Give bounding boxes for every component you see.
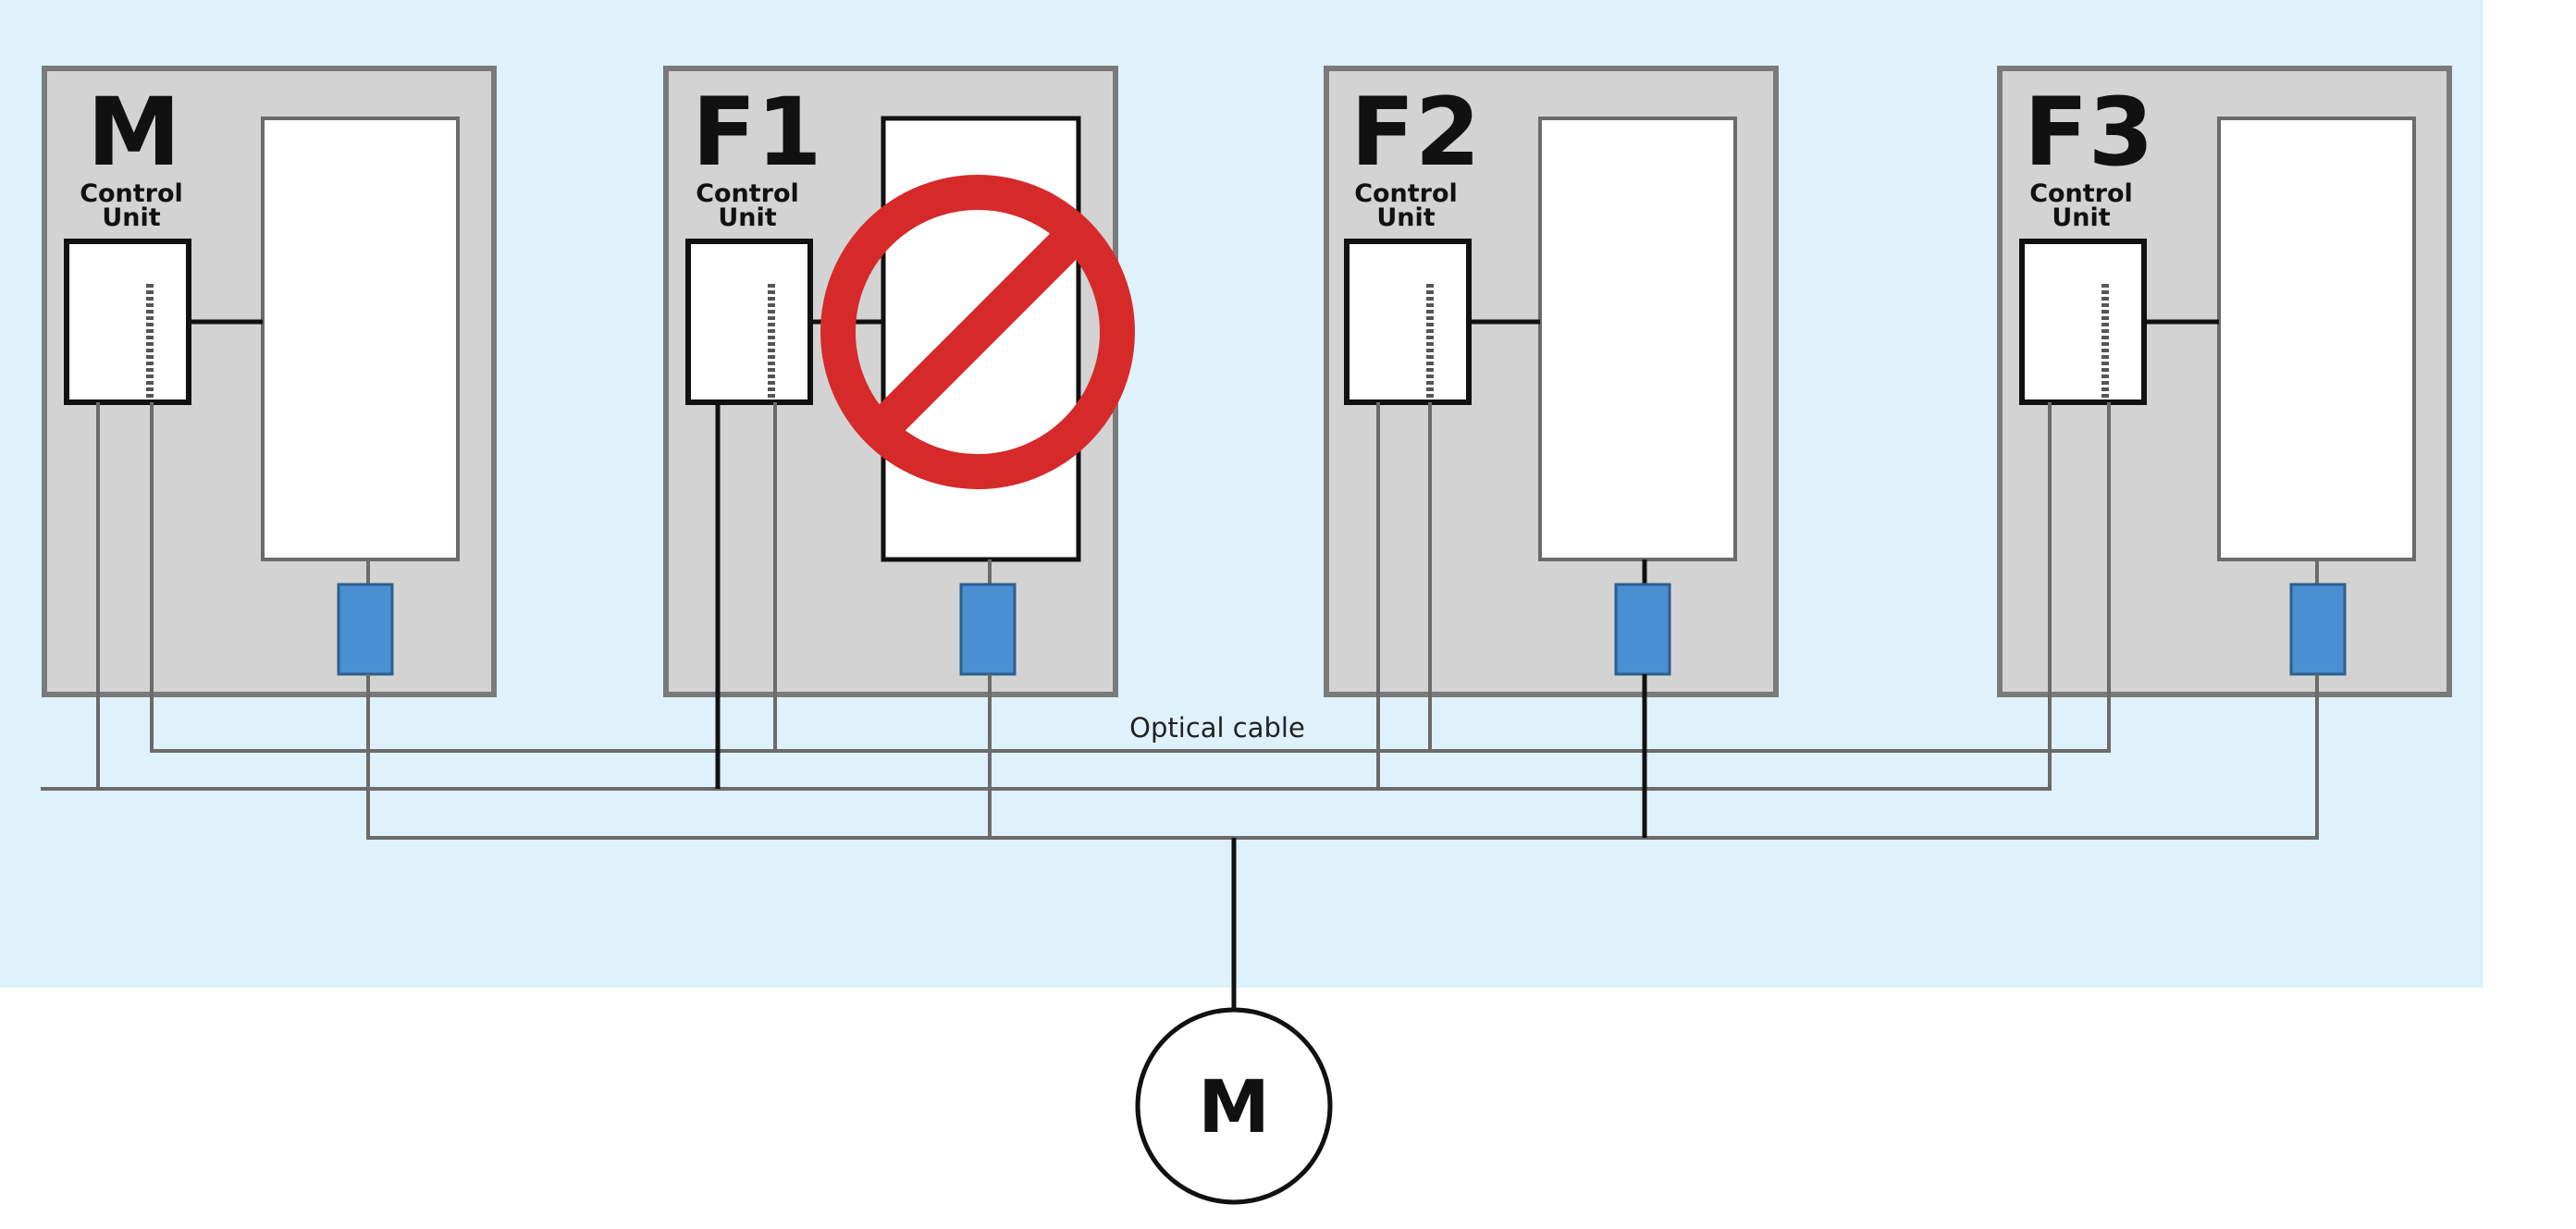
prohibited-sign-icon [820, 175, 1135, 489]
motor-circle [1135, 1007, 1333, 1205]
unit-title-f2: F2 [1350, 78, 1481, 188]
connector-f1 [959, 583, 1017, 676]
control-unit-label-f3: Control [2029, 179, 2133, 208]
unit-m: M Control Unit [42, 66, 497, 697]
control-unit-label-f3-2: Unit [2052, 203, 2110, 232]
control-unit-label-f2-2: Unit [1376, 203, 1435, 232]
control-unit-label-f2: Control [1354, 179, 1458, 208]
control-unit-f3 [2019, 239, 2147, 405]
optical-cable-label: Optical cable [1129, 712, 1305, 744]
unit-title-f3: F3 [2024, 78, 2154, 188]
unit-f1: F1 Control Unit [663, 66, 1118, 697]
control-unit-label-f1: Control [696, 179, 799, 208]
control-unit-label-m: Control [80, 179, 183, 208]
connector-f3 [2289, 583, 2347, 676]
control-unit-f1 [685, 239, 813, 405]
motor-label: M [1198, 1066, 1270, 1149]
cable-network [41, 402, 2319, 1014]
motor-bus [366, 674, 2319, 840]
control-unit-m [64, 239, 191, 405]
unit-f3: F3 Control Unit [1997, 66, 2452, 697]
unit-title-m: M [87, 78, 181, 188]
optical-cable-bus [150, 402, 2111, 753]
control-unit-label-m-2: Unit [102, 203, 160, 232]
motor: M [1135, 1007, 1333, 1205]
unit-title-f1: F1 [692, 78, 822, 188]
power-module-f3 [2217, 117, 2416, 561]
connector-f2 [1614, 583, 1671, 676]
power-module-m [261, 117, 460, 561]
connector-m [337, 583, 394, 676]
unit-f2: F2 Control Unit [1324, 66, 1779, 697]
power-module-f2 [1538, 117, 1737, 561]
control-unit-f2 [1344, 239, 1472, 405]
control-unit-label-f1-2: Unit [718, 203, 776, 232]
control-bus [41, 402, 2052, 791]
